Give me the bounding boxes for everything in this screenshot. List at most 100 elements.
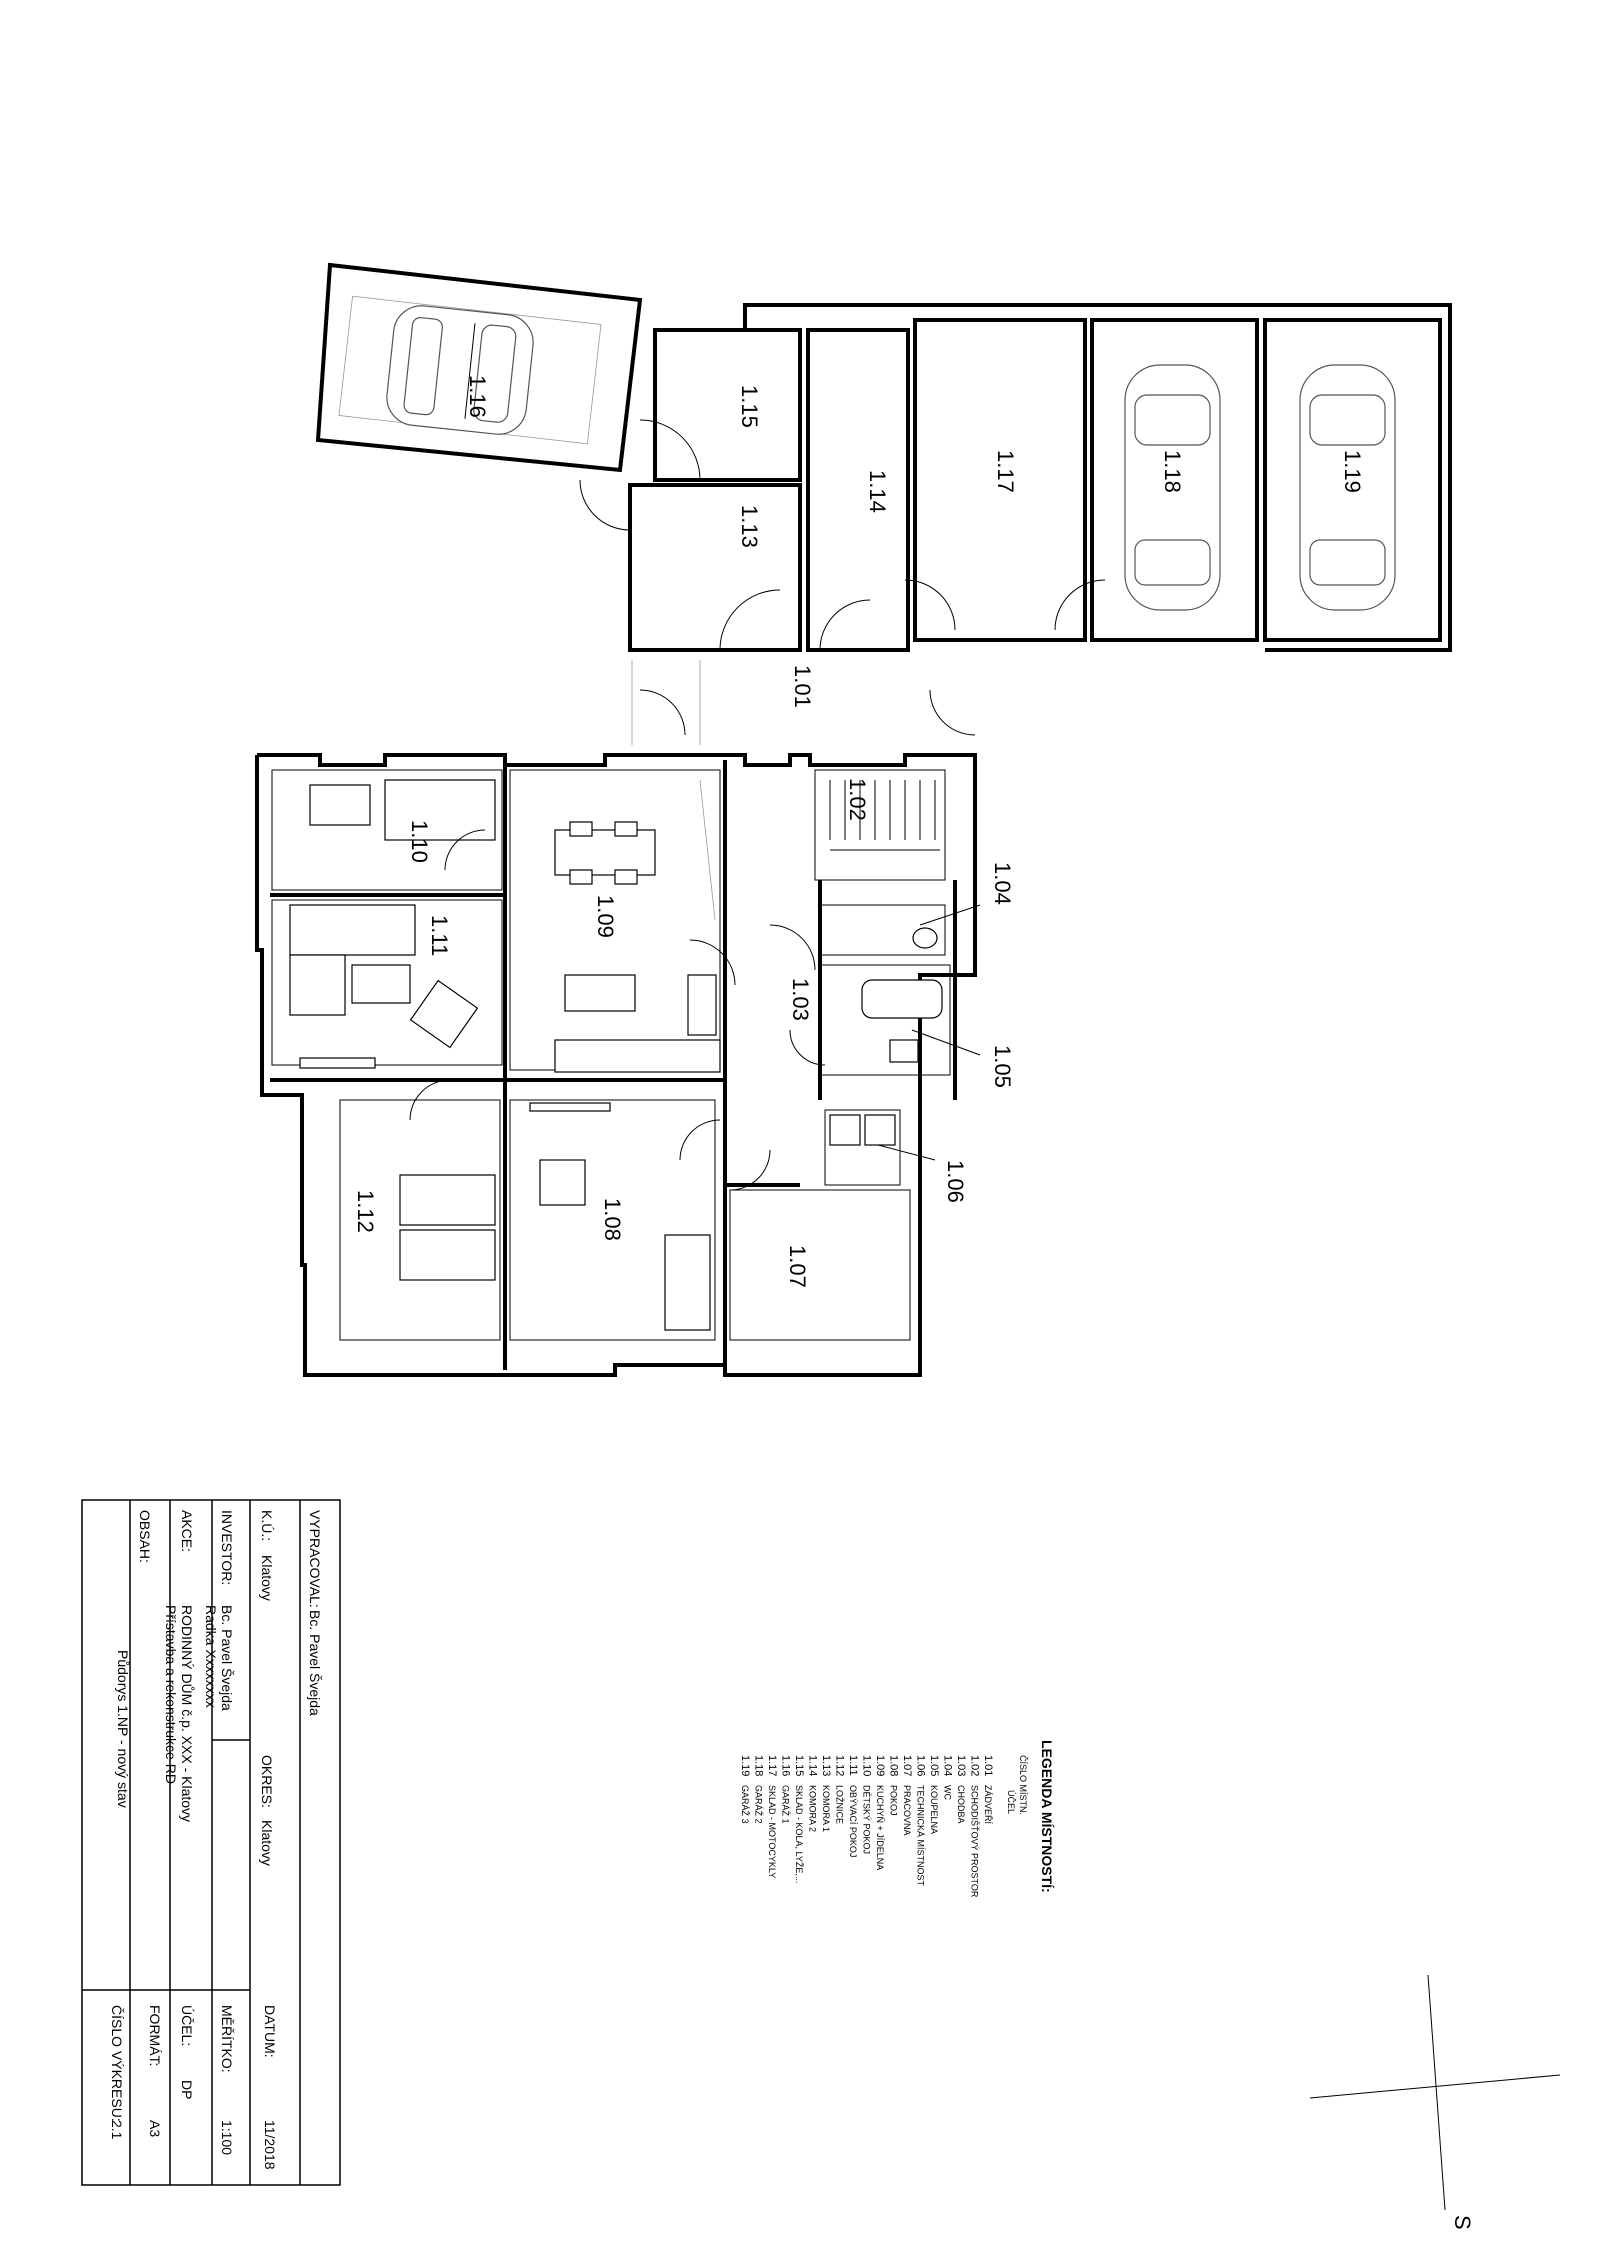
room-label-1-07: 1.07: [785, 1245, 810, 1288]
legend-row-number: 1.06: [915, 1755, 927, 1776]
legend-row-number: 1.03: [955, 1755, 967, 1776]
room-label-1-14: 1.14: [865, 470, 890, 513]
legend-row-number: 1.08: [888, 1755, 900, 1776]
legend-col-purpose: ÚČEL: [1006, 1790, 1016, 1814]
legend-row-number: 1.02: [969, 1755, 981, 1776]
legend-row-number: 1.11: [847, 1755, 859, 1776]
room-label-1-02: 1.02: [845, 778, 870, 821]
tb-investor-value-2: Radka Xxxxxxxx: [203, 1605, 219, 1708]
legend-row-purpose: KOMORA 1: [821, 1785, 831, 1832]
room-label-1-18: 1.18: [1160, 450, 1185, 493]
legend-row-purpose: CHODBA: [956, 1785, 966, 1824]
room-label-1-09: 1.09: [593, 895, 618, 938]
tb-datum-label: DATUM:: [262, 2005, 278, 2058]
legend-row-number: 1.14: [807, 1755, 819, 1776]
legend-row-purpose: SKLAD - KOLA, LYŽE,...: [794, 1785, 804, 1883]
legend-col-number: ČÍSLO MÍSTN.: [1018, 1755, 1028, 1815]
legend-row-purpose: PRACOVNA: [902, 1785, 912, 1836]
room-label-1-01: 1.01: [790, 665, 815, 708]
legend-row-number: 1.17: [766, 1755, 778, 1776]
tb-datum-value: 11/2018: [262, 2120, 278, 2170]
legend-row-purpose: KUCHYŇ + JÍDELNA: [875, 1785, 885, 1870]
legend-row-number: 1.12: [834, 1755, 846, 1776]
stair-1-02-outline: [814, 769, 946, 881]
room-1-11-outline: [271, 899, 503, 1066]
room-label-1-03: 1.03: [788, 978, 813, 1021]
legend-row-purpose: KOMORA 2: [808, 1785, 818, 1832]
main-house: [255, 753, 981, 1377]
tb-obsah-value: Půdorys 1.NP - nový stav: [115, 1650, 131, 1808]
legend-row-purpose: SCHODIŠŤOVÝ PROSTOR: [970, 1785, 980, 1898]
room-label-1-12: 1.12: [353, 1190, 378, 1233]
tech-1-06-outline: [824, 1109, 901, 1186]
room-legend: LEGENDA MÍSTNOSTÍ: ČÍSLO MÍSTN. ÚČEL 1.0…: [739, 1740, 1055, 1898]
legend-row-purpose: GARÁŽ 1: [781, 1785, 791, 1824]
room-1-14-walls: [806, 328, 910, 652]
sink-icon: [889, 1039, 919, 1063]
legend-row-number: 1.10: [861, 1755, 873, 1776]
legend-row-number: 1.18: [753, 1755, 765, 1776]
legend-row-number: 1.07: [901, 1755, 913, 1776]
room-1-10-outline: [271, 769, 503, 891]
car-1-19-icon: [1299, 364, 1396, 611]
house-outer-wall: [255, 753, 977, 1377]
room-1-12-outline: [339, 1099, 501, 1341]
toilet-icon: [912, 927, 938, 949]
tb-okres-label: OKRES:: [259, 1755, 275, 1808]
legend-row-purpose: WC: [943, 1785, 953, 1800]
tb-meritko-value: 1:100: [219, 2120, 235, 2155]
room-label-1-11: 1.11: [427, 915, 452, 956]
legend-row-purpose: SKLAD - MOTOCYKLY: [767, 1785, 777, 1878]
room-label-1-19: 1.19: [1340, 450, 1365, 493]
tb-akce-value-1: RODINNÝ DŮM č.p. XXX - Klatovy: [179, 1605, 196, 1822]
legend-row-purpose: ZÁDVEŘÍ: [983, 1785, 993, 1825]
title-block: VYPRACOVAL: Bc. Pavel Švejda DATUM: 11/2…: [81, 1499, 341, 2186]
garage-wing: [315, 262, 1452, 745]
legend-row-purpose: GARÁŽ 2: [754, 1785, 764, 1824]
room-label-1-10: 1.10: [407, 820, 432, 863]
legend-row-number: 1.01: [982, 1755, 994, 1776]
tb-investor-label: INVESTOR:: [219, 1510, 235, 1585]
legend-row-number: 1.13: [820, 1755, 832, 1776]
legend-row-purpose: OBÝVACÍ POKOJ: [848, 1785, 858, 1857]
legend-title: LEGENDA MÍSTNOSTÍ:: [1039, 1740, 1055, 1893]
tb-meritko-label: MĚŘÍTKO:: [219, 2005, 235, 2073]
legend-row-number: 1.05: [928, 1755, 940, 1776]
legend-row-purpose: TECHNICKÁ MÍSTNOST: [916, 1785, 926, 1887]
room-label-1-17: 1.17: [993, 450, 1018, 493]
legend-row-purpose: GARÁŽ 3: [740, 1785, 750, 1824]
car-1-18-icon: [1124, 364, 1221, 611]
room-label-1-08: 1.08: [600, 1198, 625, 1241]
room-1-08-outline: [509, 1099, 716, 1341]
legend-row-number: 1.15: [793, 1755, 805, 1776]
garage-1-16-walls: [315, 262, 643, 473]
garage-1-18-walls: [1090, 318, 1259, 642]
legend-row-purpose: KOUPELNA: [929, 1785, 939, 1834]
stair-treads: [829, 780, 940, 851]
garage-1-19-walls: [1263, 318, 1442, 642]
car-1-16-icon: [386, 305, 534, 435]
legend-row-purpose: POKOJ: [889, 1785, 899, 1816]
tb-vypracoval-label: VYPRACOVAL:: [307, 1510, 323, 1608]
tb-cislo-label: ČÍSLO VÝKRESU:: [109, 2005, 125, 2122]
room-label-1-06: 1.06: [943, 1160, 968, 1203]
bathtub-icon: [861, 979, 943, 1019]
tb-cislo-value: 2.1: [109, 2120, 125, 2140]
legend-row-number: 1.16: [780, 1755, 792, 1776]
